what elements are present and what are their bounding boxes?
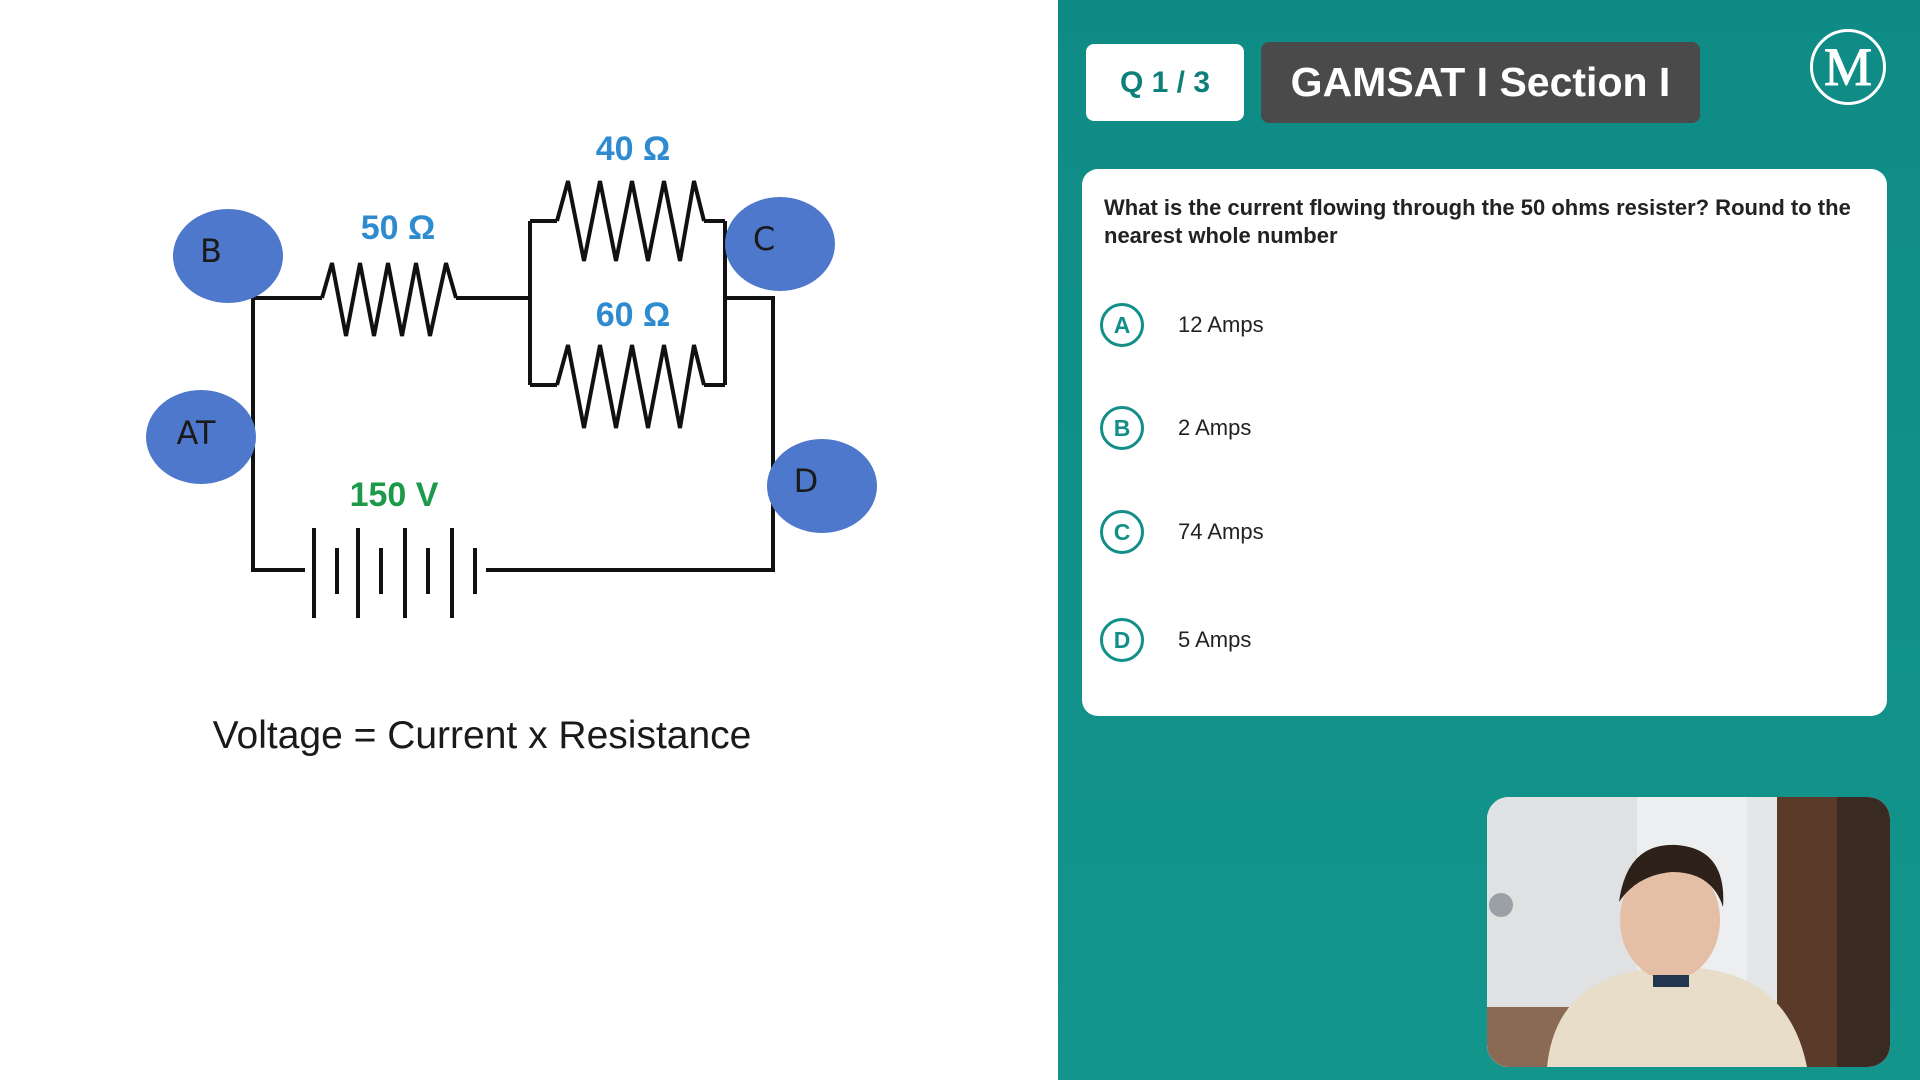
- option-d-label: 5 Amps: [1178, 627, 1252, 652]
- node-d-marker: [767, 439, 877, 533]
- question-counter: Q 1 / 3: [1086, 44, 1244, 121]
- option-c-label: 74 Amps: [1178, 519, 1264, 544]
- battery-label: 150 V: [350, 476, 439, 514]
- option-d-letter: D: [1100, 618, 1144, 662]
- node-at-label: AT: [177, 414, 216, 452]
- resistor-50-zigzag: [320, 262, 458, 337]
- presenter-video-image: [1487, 797, 1890, 1067]
- option-a[interactable]: A 12 Amps: [1100, 299, 1860, 351]
- option-a-letter: A: [1100, 303, 1144, 347]
- option-c[interactable]: C 74 Amps: [1100, 506, 1860, 558]
- node-d-label: D: [794, 462, 819, 500]
- circuit-diagram: 50 Ω 40 Ω 60 Ω 150 V B AT C D: [146, 130, 877, 618]
- resistor-40-zigzag: [555, 180, 706, 262]
- ohms-law-formula: Voltage = Current x Resistance: [212, 714, 752, 757]
- question-card: What is the current flowing through the …: [1082, 169, 1887, 716]
- node-at-marker: [146, 390, 256, 484]
- resistor-60-label: 60 Ω: [596, 296, 671, 334]
- wire-right: [486, 296, 775, 572]
- question-text: What is the current flowing through the …: [1104, 195, 1851, 248]
- wire-left: [251, 298, 305, 572]
- resistor-60-zigzag: [555, 344, 706, 429]
- section-title: GAMSAT I Section I: [1261, 42, 1700, 123]
- webcam-feed: [1487, 797, 1890, 1067]
- option-a-label: 12 Amps: [1178, 312, 1264, 337]
- option-b[interactable]: B 2 Amps: [1100, 402, 1860, 454]
- option-b-letter: B: [1100, 406, 1144, 450]
- resistor-50-label: 50 Ω: [361, 209, 436, 247]
- diagram-pane: 50 Ω 40 Ω 60 Ω 150 V B AT C D Voltage = …: [146, 130, 877, 757]
- option-c-letter: C: [1100, 510, 1144, 554]
- node-b-label: B: [200, 232, 222, 270]
- node-c-label: C: [753, 220, 775, 258]
- node-b-marker: [173, 209, 283, 303]
- logo-letter: M: [1823, 37, 1872, 97]
- node-c-marker: [725, 197, 835, 291]
- brand-logo: M: [1810, 29, 1886, 105]
- resistor-40-label: 40 Ω: [596, 130, 671, 168]
- option-d[interactable]: D 5 Amps: [1100, 614, 1860, 666]
- option-b-label: 2 Amps: [1178, 415, 1252, 440]
